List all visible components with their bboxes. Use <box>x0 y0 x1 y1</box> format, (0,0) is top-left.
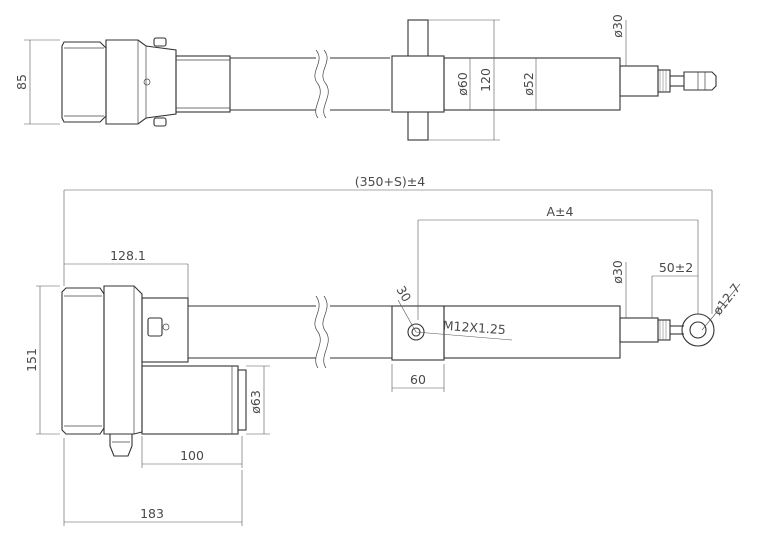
top-break-symbol <box>314 49 321 119</box>
dim-100: 100 <box>180 448 204 463</box>
top-mounting-block <box>391 55 445 113</box>
dim-dia-12-7: ø12.7 <box>710 281 744 318</box>
dim-183: 183 <box>140 506 164 521</box>
top-rod <box>619 65 659 97</box>
side-view: (350+S)±4 A±4 128.1 ø30 50±2 ø12.7 30 M1… <box>24 174 743 526</box>
side-rod-eye <box>681 313 715 347</box>
dim-151: 151 <box>24 348 39 372</box>
dim-thread: M12X1.25 <box>442 318 506 337</box>
dim-a-length: A±4 <box>547 204 574 219</box>
dim-50: 50±2 <box>659 260 693 275</box>
side-block-hole-outer <box>407 323 425 341</box>
side-break-symbol <box>314 295 321 369</box>
top-outer-tube <box>175 55 231 113</box>
dim-128: 128.1 <box>110 248 146 263</box>
side-gearbox <box>103 285 143 435</box>
top-end-cap <box>61 41 107 123</box>
top-hinge-pin-upper <box>153 37 167 47</box>
side-rear-mount <box>141 297 189 363</box>
top-clevis <box>683 71 717 91</box>
dim-120: 120 <box>478 68 493 92</box>
top-view: 85 ø30 ø60 120 ø52 <box>14 14 717 141</box>
side-rear-pin <box>147 317 163 337</box>
dim-85: 85 <box>14 74 29 90</box>
top-gearbox <box>105 39 177 125</box>
side-rod <box>619 317 659 343</box>
dim-dia-63: ø63 <box>248 390 263 414</box>
top-hinge-pin-lower <box>153 117 167 127</box>
dim-dia-30-side: ø30 <box>610 260 625 284</box>
dim-dia-60: ø60 <box>455 72 470 96</box>
dim-dia-52: ø52 <box>521 72 536 96</box>
side-rod-eye-hole <box>689 321 707 339</box>
side-motor-body <box>141 365 239 435</box>
side-cable-gland <box>109 433 133 457</box>
dim-dia-30-top: ø30 <box>610 14 625 38</box>
dim-overall-length: (350+S)±4 <box>355 174 425 189</box>
dim-60: 60 <box>410 372 426 387</box>
side-end-cap <box>61 287 105 435</box>
dim-angle-30: 30 <box>393 283 414 304</box>
side-block-hole-inner <box>411 327 421 337</box>
side-mounting-block <box>391 305 445 361</box>
